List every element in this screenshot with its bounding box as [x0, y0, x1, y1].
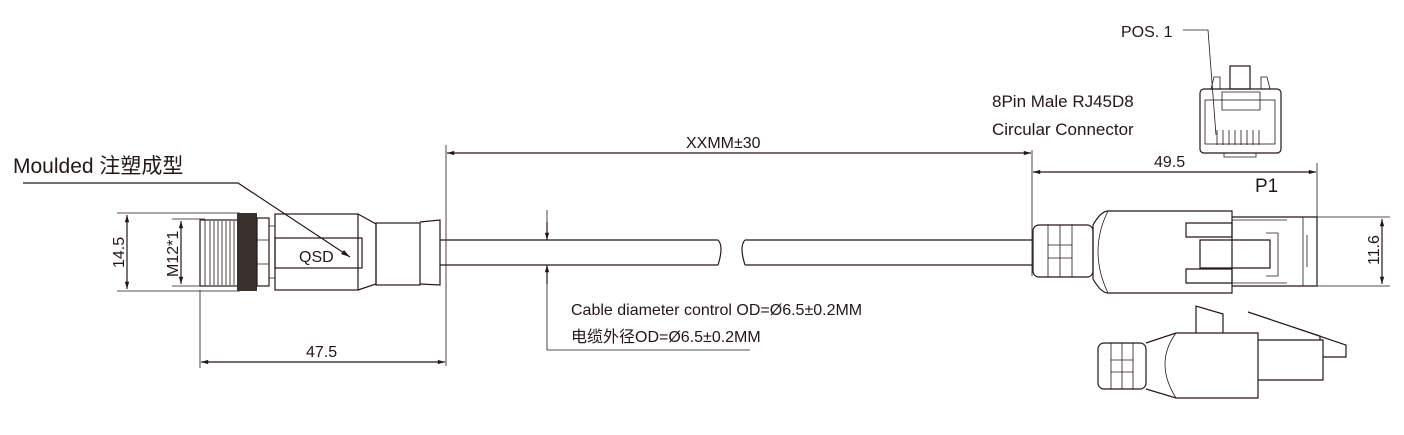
right-height-dim: 11.6: [1366, 235, 1383, 265]
left-length-dim: 47.5: [306, 344, 337, 361]
cable-od-en: Cable diameter control OD=Ø6.5±0.2MM: [571, 302, 862, 319]
rj45-side-view: [1032, 210, 1318, 294]
connector-type-line1: 8Pin Male RJ45D8: [992, 92, 1134, 111]
right-length-dim: 49.5: [1154, 154, 1185, 171]
left-height-dim: 14.5: [111, 237, 128, 268]
qsd-label: QSD: [299, 249, 334, 266]
rj45-front-view: [1199, 65, 1282, 158]
m12-connector: [117, 212, 441, 292]
pos1-label: POS. 1: [1121, 24, 1173, 41]
connector-type-line2: Circular Connector: [992, 120, 1134, 139]
cable-length-dim: XXMM±30: [686, 135, 761, 152]
rj45-perspective-view: [1097, 305, 1347, 399]
moulded-leader-line: [23, 182, 351, 258]
cable: [440, 239, 1032, 266]
cable-od-cn: 电缆外径OD=Ø6.5±0.2MM: [571, 328, 761, 346]
moulded-label: Moulded 注塑成型: [13, 155, 183, 178]
plug-id-label: P1: [1255, 176, 1278, 197]
thread-label: M12*1: [165, 231, 182, 277]
